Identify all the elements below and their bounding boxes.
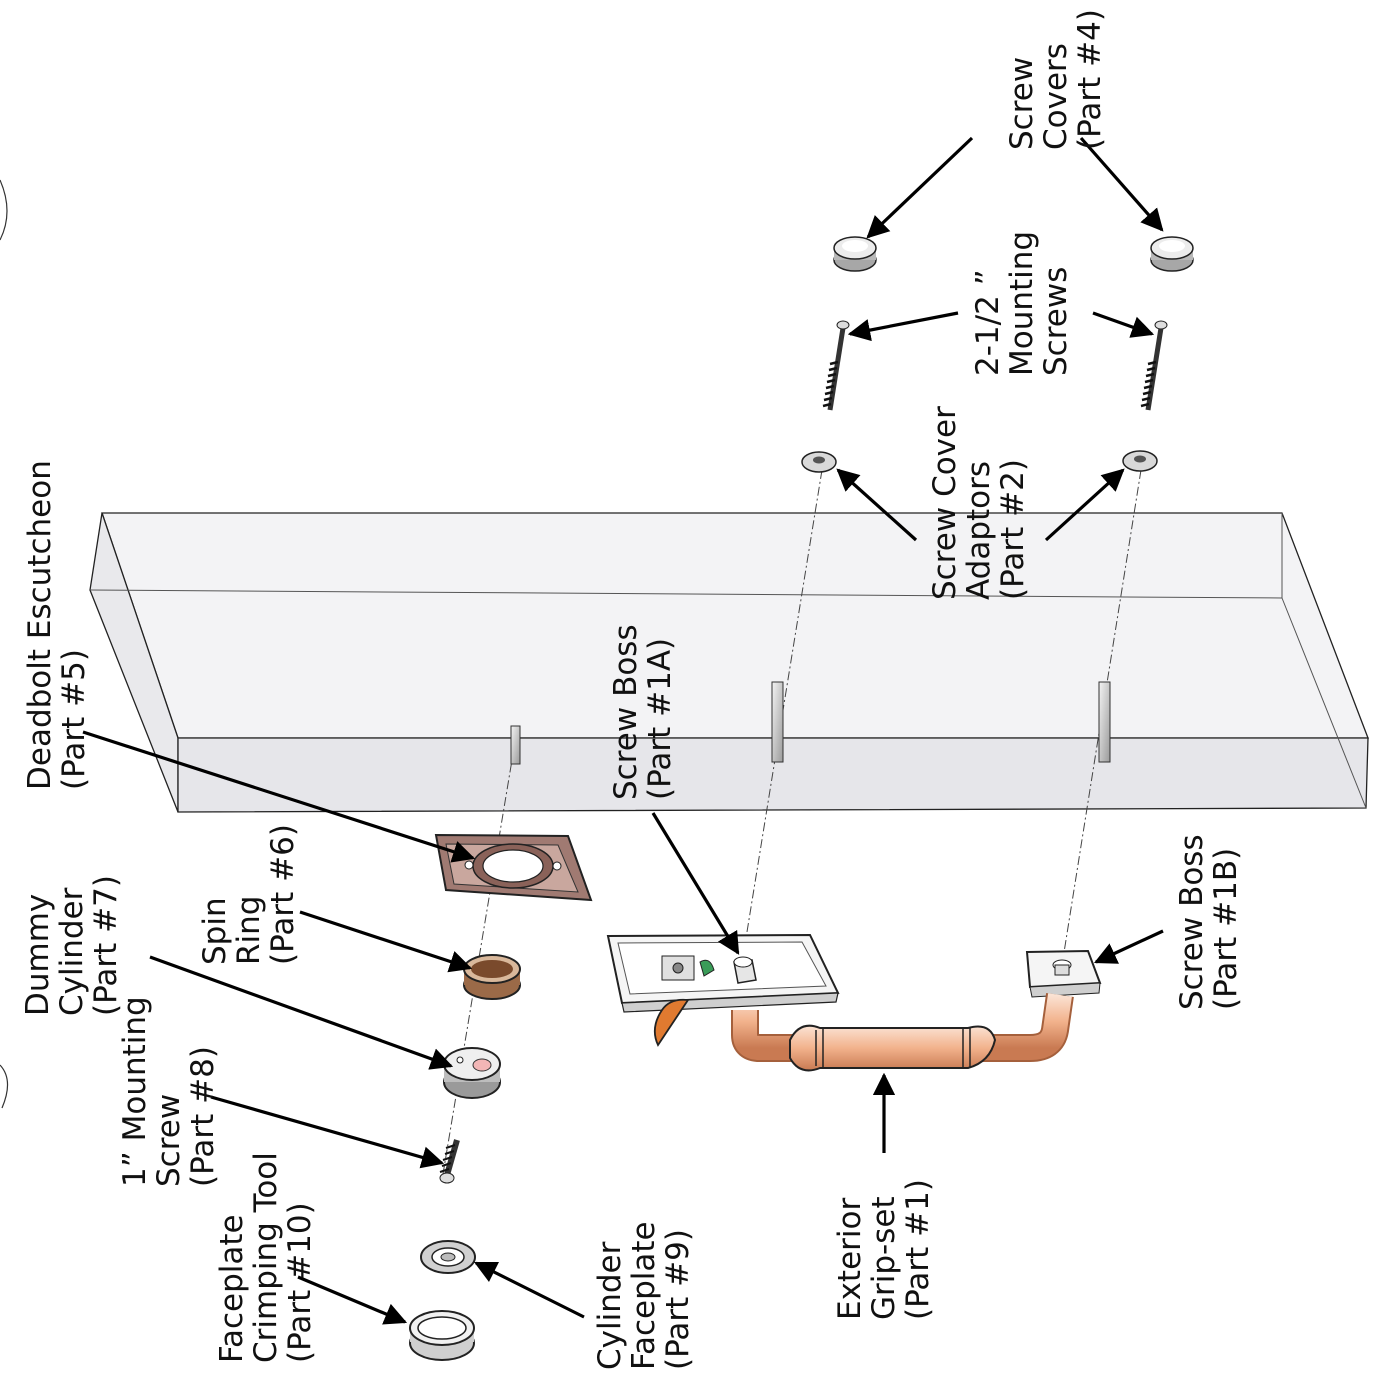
screw-cover-adaptor-lower	[1122, 450, 1158, 472]
label-deadbolt-escutcheon: Deadbolt Escutcheon (Part #5)	[22, 460, 92, 790]
label-spin-ring-line1: Spin	[197, 897, 233, 965]
label-screw-cover-adaptors-line2: Adaptors	[961, 461, 997, 600]
screw-cover-upper	[833, 236, 877, 272]
label-screw-cover-adaptors: Screw Cover Adaptors (Part #2)	[927, 406, 1031, 600]
label-crimping-tool-line2: Crimping Tool	[248, 1152, 284, 1363]
label-cylinder-faceplate-line2: Faceplate	[626, 1221, 662, 1370]
label-one-inch-mounting-screw: 1” Mounting Screw (Part #8)	[117, 996, 221, 1187]
label-exterior-grip-set-line1: Exterior	[832, 1198, 868, 1320]
label-faceplate-crimping-tool: Faceplate Crimping Tool (Part #10)	[214, 1152, 318, 1363]
arrow-cylinder-faceplate	[473, 1261, 585, 1319]
label-mounting-screws: 2-1/2 ” Mounting Screws	[970, 231, 1074, 376]
axis-line-deadbolt	[441, 729, 518, 1181]
spin-ring-part	[463, 954, 521, 1000]
arrow-mounting-screw-upper	[847, 311, 959, 342]
door-screw-bore-upper	[771, 681, 784, 763]
arrow-screw-boss-1a	[651, 812, 740, 955]
label-screw-cover-adaptors-line1: Screw Cover	[927, 406, 963, 600]
label-screw-covers: Screw Covers (Part #4)	[1004, 9, 1108, 150]
label-screw-covers-line1: Screw	[1004, 57, 1040, 150]
grip-upper-plate	[606, 933, 840, 1013]
screw-cover-lower	[1150, 236, 1194, 272]
arrow-mounting-screw-lower	[1092, 311, 1155, 338]
arrow-screw-cover-lower	[1079, 136, 1164, 232]
left-edge-curve-top	[0, 179, 8, 241]
label-cylinder-faceplate-line3: (Part #9)	[660, 1229, 696, 1370]
label-crimping-tool-line1: Faceplate	[214, 1214, 250, 1363]
cylinder-faceplate-part	[420, 1240, 476, 1274]
label-one-inch-screw-line2: Screw	[151, 1094, 187, 1187]
faceplate-crimping-tool-part	[409, 1310, 475, 1361]
thumb-lever	[653, 998, 690, 1047]
label-dummy-cylinder-line2: Cylinder	[54, 887, 90, 1016]
dummy-cylinder-part	[443, 1047, 501, 1099]
arrow-crimping-tool	[297, 1275, 408, 1325]
arrow-screw-cover-adaptor-lower	[1044, 468, 1125, 542]
label-screw-boss-1b-line2: (Part #1B)	[1208, 848, 1244, 1010]
label-screw-boss-1b-line1: Screw Boss	[1174, 834, 1210, 1010]
label-screw-cover-adaptors-line3: (Part #2)	[995, 459, 1031, 600]
left-edge-curve-bottom	[0, 1064, 9, 1109]
label-mounting-screws-line1: 2-1/2 ”	[970, 269, 1006, 376]
label-dummy-cylinder-line1: Dummy	[20, 894, 56, 1016]
label-exterior-grip-set-line3: (Part #1)	[900, 1179, 936, 1320]
label-exterior-grip-set-line2: Grip-set	[866, 1196, 902, 1320]
label-screw-covers-line3: (Part #4)	[1072, 9, 1108, 150]
deadbolt-bolt-stub	[510, 725, 521, 765]
label-one-inch-screw-line1: 1” Mounting	[117, 996, 153, 1187]
arrow-spin-ring	[299, 910, 473, 973]
label-mounting-screws-line2: Mounting	[1004, 231, 1040, 376]
grip-handle	[731, 993, 1074, 1072]
label-screw-boss-1a: Screw Boss (Part #1A)	[608, 624, 678, 800]
label-one-inch-screw-line3: (Part #8)	[185, 1046, 221, 1187]
screw-cover-adaptor-upper	[801, 451, 837, 473]
arrow-screw-boss-1b	[1093, 929, 1164, 964]
label-dummy-cylinder: Dummy Cylinder (Part #7)	[20, 875, 124, 1016]
label-screw-boss-1a-line1: Screw Boss	[608, 624, 644, 800]
arrow-dummy-cylinder	[149, 955, 454, 1070]
arrow-screw-cover-adaptor-upper	[836, 468, 918, 542]
label-dummy-cylinder-line3: (Part #7)	[88, 875, 124, 1016]
label-screw-boss-1a-line2: (Part #1A)	[642, 638, 678, 800]
one-inch-mounting-screw-part	[439, 1139, 460, 1184]
long-mounting-screw-lower	[1140, 320, 1168, 411]
door-screw-bore-lower	[1098, 681, 1111, 763]
arrow-deadbolt-escutcheon	[82, 730, 476, 863]
label-exterior-grip-set: Exterior Grip-set (Part #1)	[832, 1179, 936, 1320]
deadbolt-escutcheon-part	[434, 833, 593, 902]
grip-lower-plate	[1025, 949, 1102, 998]
label-spin-ring-line3: (Part #6)	[265, 824, 301, 965]
label-spin-ring: Spin Ring (Part #6)	[197, 824, 301, 965]
label-crimping-tool-line3: (Part #10)	[282, 1202, 318, 1363]
label-screw-boss-1b: Screw Boss (Part #1B)	[1174, 834, 1244, 1010]
arrow-screw-cover-upper	[866, 136, 974, 239]
label-cylinder-faceplate: Cylinder Faceplate (Part #9)	[592, 1221, 696, 1370]
door-slab	[89, 512, 1369, 813]
label-deadbolt-escutcheon-line2: (Part #5)	[56, 649, 92, 790]
label-mounting-screws-line3: Screws	[1038, 267, 1074, 376]
label-deadbolt-escutcheon-line1: Deadbolt Escutcheon	[22, 460, 58, 790]
label-spin-ring-line2: Ring	[231, 896, 267, 965]
label-screw-covers-line2: Covers	[1038, 43, 1074, 150]
label-cylinder-faceplate-line1: Cylinder	[592, 1241, 628, 1370]
long-mounting-screw-upper	[822, 320, 850, 411]
arrow-one-inch-screw	[210, 1095, 445, 1169]
